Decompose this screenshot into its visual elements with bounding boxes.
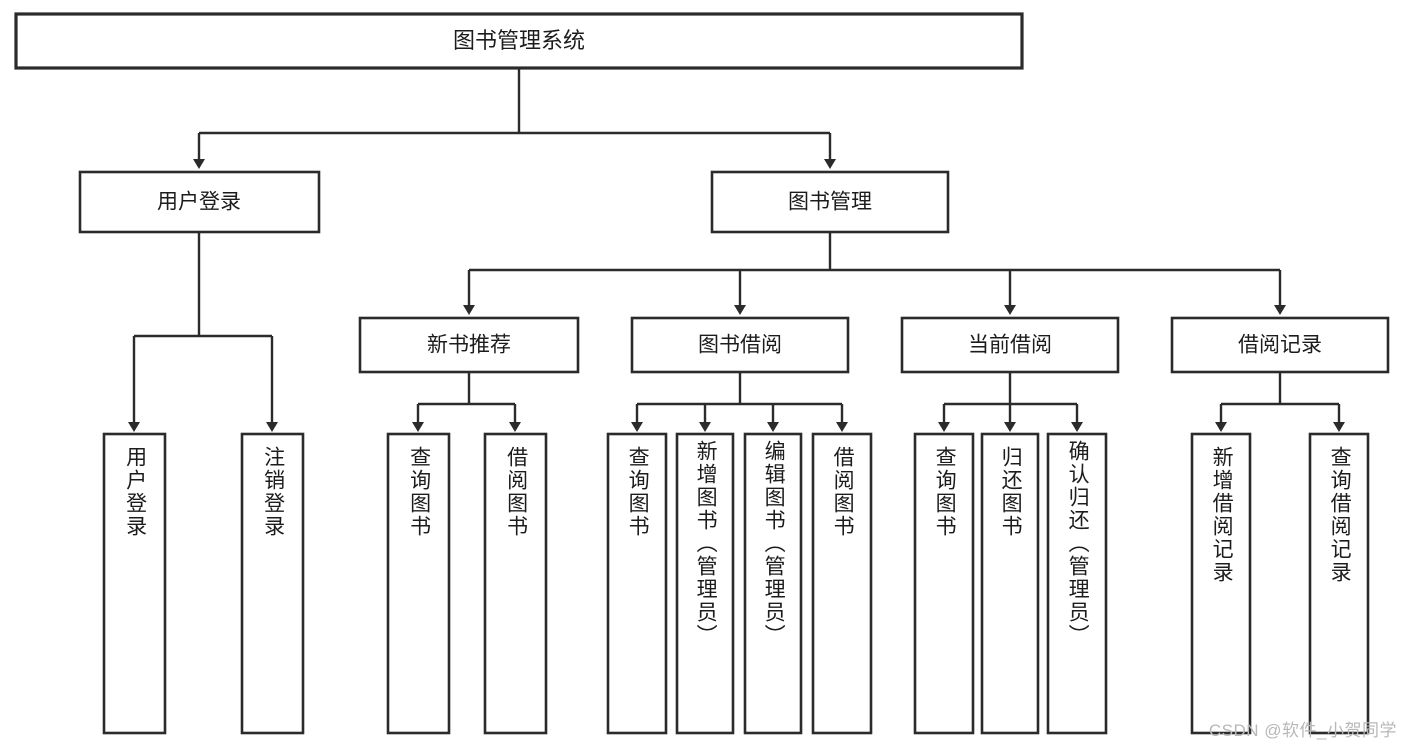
node-leaf-query-book-1-box[interactable] — [386, 432, 451, 735]
node-leaf-edit-book-box[interactable] — [743, 432, 803, 735]
node-book-manage-box[interactable] — [710, 170, 950, 234]
node-book-manage-label: 图书管理 — [788, 191, 872, 214]
node-borrow-record-label: 借阅记录 — [1238, 334, 1322, 357]
node-leaf-query-book-3-box[interactable] — [913, 432, 975, 735]
node-user-login-label: 用户登录 — [157, 191, 241, 214]
node-leaf-user-login-box[interactable] — [102, 432, 167, 735]
node-leaf-logout-box[interactable] — [240, 432, 305, 735]
node-leaf-query-book-2-box[interactable] — [606, 432, 668, 735]
node-leaf-add-book-box[interactable] — [675, 432, 735, 735]
node-root-box[interactable] — [14, 12, 1024, 70]
node-leaf-confirm-return-box[interactable] — [1046, 432, 1108, 735]
node-borrow-record-box[interactable] — [1170, 316, 1390, 374]
node-new-book-recommend-box[interactable] — [358, 316, 580, 374]
watermark: CSDN @软件_小贺同学 — [1208, 721, 1397, 740]
node-leaf-borrow-book-2-box[interactable] — [811, 432, 873, 735]
node-current-borrow-box[interactable] — [900, 316, 1120, 374]
node-root-label: 图书管理系统 — [453, 28, 585, 53]
node-leaf-borrow-book-1-box[interactable] — [483, 432, 548, 735]
node-leaf-add-record-box[interactable] — [1190, 432, 1252, 735]
node-leaf-query-record-box[interactable] — [1308, 432, 1370, 735]
node-book-borrow-box[interactable] — [630, 316, 850, 374]
node-leaf-return-book-box[interactable] — [980, 432, 1040, 735]
node-current-borrow-label: 当前借阅 — [968, 334, 1052, 357]
node-user-login-box[interactable] — [78, 170, 321, 234]
node-book-borrow-label: 图书借阅 — [698, 334, 782, 357]
node-new-book-recommend-label: 新书推荐 — [427, 334, 511, 357]
